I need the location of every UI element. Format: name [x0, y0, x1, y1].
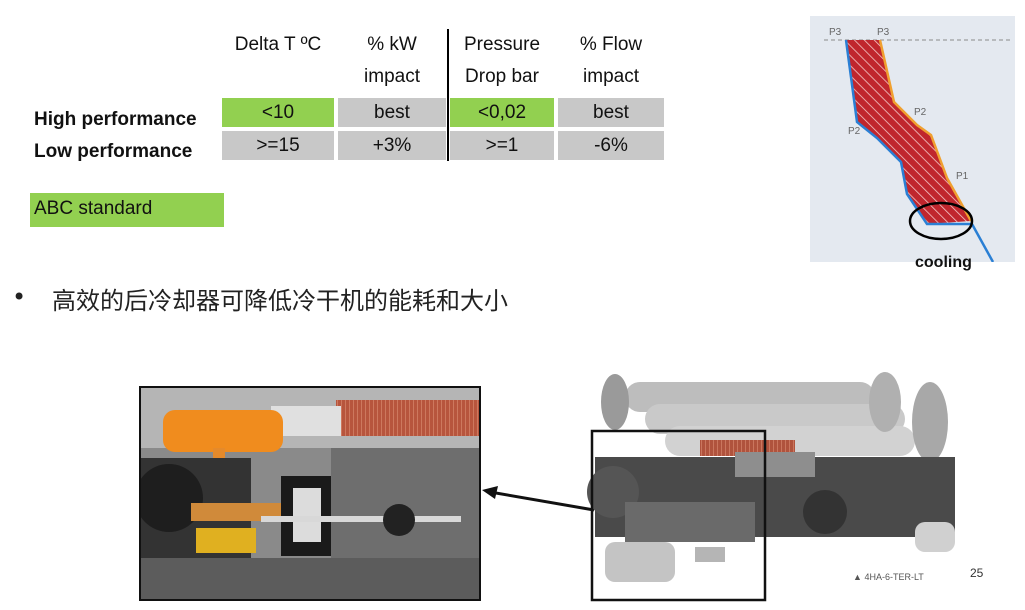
- row-label-high: High performance: [34, 109, 197, 130]
- yellow-valve: [196, 528, 256, 553]
- header-delta-t: Delta T ºC: [222, 29, 334, 61]
- header-pressure-drop: Pressure Drop bar: [450, 29, 554, 93]
- machine-plate: [735, 452, 815, 477]
- cell-high-delta-t: <10: [222, 98, 334, 127]
- cooling-diagram-svg: [810, 16, 1015, 263]
- header-kw-impact: % kW impact: [338, 29, 446, 93]
- flange-mid: [803, 490, 847, 534]
- detail-closeup-image: [139, 386, 481, 601]
- header-pressure-line1: Pressure: [463, 34, 541, 55]
- header-flow-line1: % Flow: [579, 34, 643, 55]
- machine-lower-block: [625, 502, 755, 542]
- orange-flange: [191, 503, 281, 521]
- cell-low-delta-t: >=15: [222, 131, 334, 160]
- header-kw-line2: impact: [364, 66, 420, 87]
- tank-right: [912, 382, 948, 462]
- header-pressure-line2: Drop bar: [465, 66, 539, 87]
- hatched-region: [846, 40, 971, 224]
- row-label-low: Low performance: [34, 141, 193, 162]
- figure-label-text: 4HA-6-TER-LT: [864, 572, 924, 582]
- tank-left: [601, 374, 629, 430]
- label-p2-left: P2: [848, 126, 861, 137]
- orange-curve: [878, 39, 973, 222]
- cooling-diagram: P3 P3 P2 P2 P1: [810, 16, 1015, 263]
- rod: [261, 516, 461, 522]
- pipe-right: [915, 522, 955, 552]
- white-window: [293, 488, 321, 542]
- abc-standard-badge: ABC standard: [30, 193, 224, 227]
- cell-low-pressure: >=1: [450, 131, 554, 160]
- label-p2-right: P2: [914, 107, 927, 118]
- detail-closeup-svg: [141, 388, 479, 599]
- table-divider: [447, 29, 449, 161]
- gear-dark: [141, 464, 203, 532]
- cooler-fins: [336, 400, 479, 436]
- cell-high-pressure: <0,02: [450, 98, 554, 127]
- bottom-tank: [605, 542, 675, 582]
- bottom-pipe: [695, 547, 725, 562]
- label-p3-right: P3: [877, 27, 890, 38]
- closeup-floor: [141, 558, 479, 599]
- triangle-icon: ▲: [853, 572, 862, 582]
- header-kw-line1: % kW: [367, 34, 417, 55]
- mid-body: [331, 448, 479, 558]
- header-delta-t-line1: Delta T ºC: [234, 34, 322, 55]
- figure-label: ▲ 4HA-6-TER-LT: [853, 572, 924, 582]
- label-p3-left: P3: [829, 27, 842, 38]
- cooling-highlight-circle: [908, 201, 974, 241]
- cell-high-kw: best: [338, 98, 446, 127]
- orange-tank: [163, 410, 283, 452]
- cell-low-kw: +3%: [338, 131, 446, 160]
- dryer-machine-image: [585, 362, 960, 602]
- arrow-icon: [482, 486, 595, 512]
- rod-joint: [383, 504, 415, 536]
- cell-high-flow: best: [558, 98, 664, 127]
- header-flow-line2: impact: [583, 66, 639, 87]
- cooling-caption: cooling: [915, 254, 972, 271]
- page-number: 25: [970, 566, 984, 580]
- blue-curve: [844, 39, 995, 263]
- bullet-text: 高效的后冷却器可降低冷干机的能耗和大小: [52, 287, 508, 315]
- tank-right-back: [869, 372, 901, 432]
- highlight-box: [590, 429, 767, 602]
- bullet-symbol: •: [12, 283, 27, 311]
- cell-low-flow: -6%: [558, 131, 664, 160]
- machine-svg: [587, 372, 955, 602]
- label-p1: P1: [956, 171, 969, 182]
- header-flow-impact: % Flow impact: [558, 29, 664, 93]
